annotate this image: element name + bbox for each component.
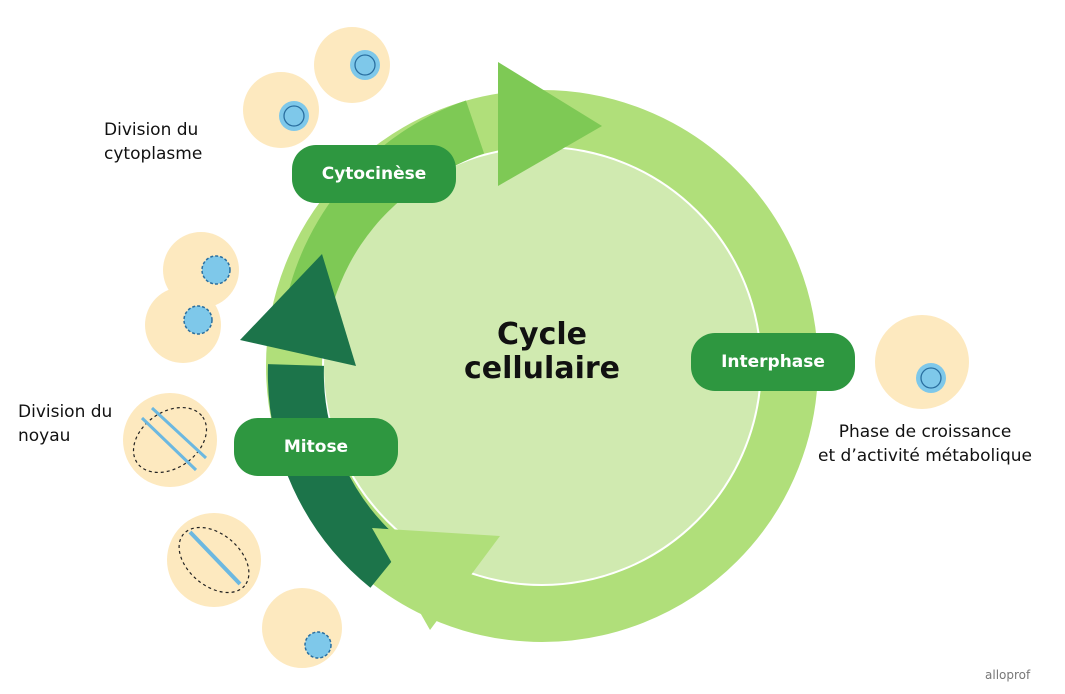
cell-interphase [875, 315, 969, 409]
phase-pill-mitose: Mitose [234, 418, 398, 476]
label-noyau-line2: noyau [18, 426, 71, 446]
label-cytoplasme-line1: Division du [104, 120, 199, 140]
cell-metaphase [167, 513, 261, 607]
cell-cytokinesis-2 [243, 72, 319, 148]
label-interphase-line1: Phase de croissance [838, 422, 1012, 442]
interphase-arrowhead [372, 528, 500, 630]
label-cytoplasme-line2: cytoplasme [104, 144, 203, 164]
label-division-cytoplasme: Division du cytoplasme [104, 118, 202, 166]
inner-disk [324, 148, 760, 584]
label-interphase-line2: et d’activité métabolique [818, 446, 1032, 466]
phase-pill-interphase: Interphase [691, 333, 855, 391]
label-interphase-description: Phase de croissance et d’activité métabo… [790, 420, 1060, 468]
cell-telophase-2 [145, 287, 221, 363]
center-title: Cycle cellulaire [442, 318, 642, 386]
cell-prophase [262, 588, 342, 668]
label-noyau-line1: Division du [18, 402, 113, 422]
mitosis-arrowhead [240, 254, 356, 366]
cell-anaphase [123, 393, 217, 487]
cytokinesis-arrowhead [498, 62, 602, 186]
label-division-noyau: Division du noyau [18, 400, 112, 448]
mitosis-ring-arc [267, 364, 406, 588]
center-title-line2: cellulaire [463, 351, 620, 386]
alloprof-logo: alloprof [985, 668, 1031, 682]
phase-pill-cytocinese: Cytocinèse [292, 145, 456, 203]
center-title-line1: Cycle [497, 317, 587, 352]
cell-cytokinesis-1 [314, 27, 390, 103]
